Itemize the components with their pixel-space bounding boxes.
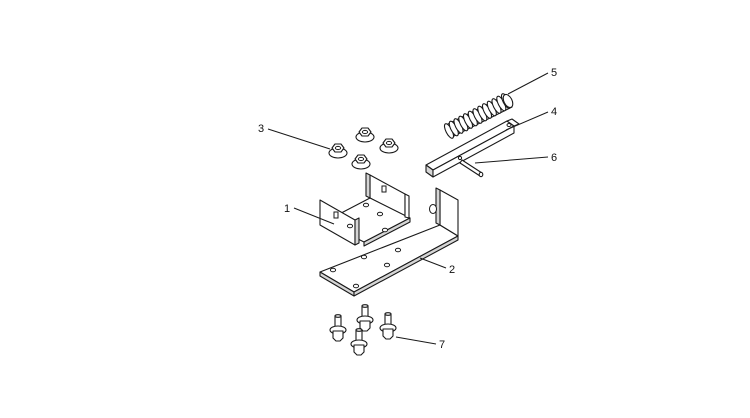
- callout-2: 2: [449, 264, 455, 276]
- bar-part: [425, 118, 520, 178]
- nut-4: [351, 154, 371, 170]
- bolt-2: [356, 304, 374, 332]
- spring-part: [443, 93, 514, 139]
- flange-nuts-part: [328, 127, 399, 170]
- lower-bracket-part: [319, 187, 459, 297]
- leader-5: [507, 72, 549, 95]
- leader-6: [474, 156, 549, 164]
- leader-2: [419, 257, 447, 269]
- leader-1: [293, 207, 335, 225]
- leader-3: [267, 128, 331, 150]
- callout-leaders: [267, 72, 549, 345]
- callout-3: 3: [258, 123, 264, 135]
- callout-6: 6: [551, 152, 557, 164]
- nut-3: [379, 138, 399, 154]
- u-channel-part: [319, 172, 411, 247]
- callout-labels: 1 2 3 4 5 6 7: [258, 67, 557, 351]
- nut-1: [328, 143, 348, 159]
- callout-5: 5: [551, 67, 557, 79]
- bolt-4: [350, 328, 368, 356]
- callout-7: 7: [439, 339, 445, 351]
- callout-1: 1: [284, 203, 290, 215]
- flange-bolts-part: [329, 304, 397, 356]
- leader-4: [505, 111, 549, 131]
- nut-2: [355, 127, 375, 143]
- bolt-1: [329, 314, 347, 342]
- bolt-3: [379, 312, 397, 340]
- callout-4: 4: [551, 106, 557, 118]
- leader-7: [395, 336, 437, 345]
- pin-part: [459, 159, 484, 178]
